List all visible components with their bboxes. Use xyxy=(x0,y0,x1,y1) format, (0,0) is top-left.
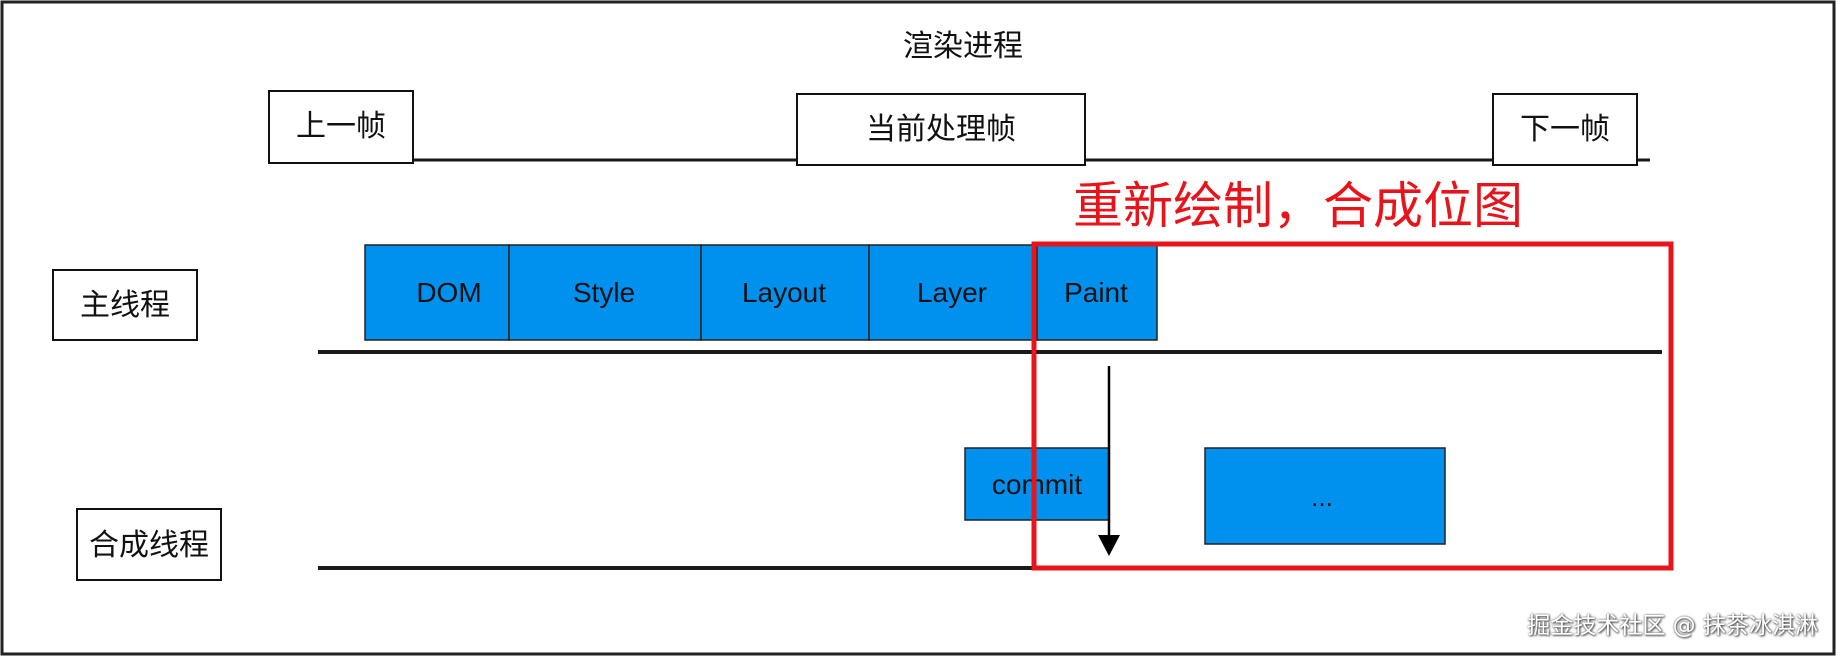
stage-layer: Layer xyxy=(868,244,1038,341)
stage-dom-label: DOM xyxy=(416,277,481,308)
stage-more-label: ... xyxy=(1311,482,1333,512)
frame-prev-box: 上一帧 xyxy=(268,90,414,164)
stage-style-label: Style xyxy=(573,277,635,308)
highlight-frame xyxy=(1031,241,1674,571)
frame-current-box: 当前处理帧 xyxy=(796,93,1086,166)
stage-style: Style xyxy=(508,244,702,341)
frame-prev-label: 上一帧 xyxy=(296,109,386,144)
highlight-annotation: 重新绘制，合成位图 xyxy=(1073,177,1523,235)
stage-paint-label: Paint xyxy=(1064,277,1128,308)
stage-dom: DOM xyxy=(364,244,510,341)
stage-more: ... xyxy=(1204,447,1446,545)
frame-current-label: 当前处理帧 xyxy=(866,112,1016,147)
arrow-head-icon xyxy=(1098,535,1120,556)
stage-paint: Paint xyxy=(1036,244,1158,341)
compositor-thread-label: 合成线程 xyxy=(89,528,209,563)
main-thread-stages: DOM Style Layout Layer Paint xyxy=(364,244,1158,341)
stage-layout: Layout xyxy=(700,244,870,341)
main-thread-box: 主线程 xyxy=(52,269,198,341)
diagram-title: 渲染进程 xyxy=(903,29,1023,64)
stage-commit: commit xyxy=(964,447,1110,521)
stage-layout-label: Layout xyxy=(742,277,826,308)
watermark: 掘金技术社区 @ 抹茶冰淇淋 xyxy=(1527,613,1818,639)
main-thread-label: 主线程 xyxy=(80,288,170,323)
frame-next-box: 下一帧 xyxy=(1492,93,1638,166)
stage-commit-label: commit xyxy=(992,469,1082,500)
stage-layer-label: Layer xyxy=(917,277,987,308)
compositor-thread-box: 合成线程 xyxy=(76,508,222,581)
frame-next-label: 下一帧 xyxy=(1520,112,1610,147)
